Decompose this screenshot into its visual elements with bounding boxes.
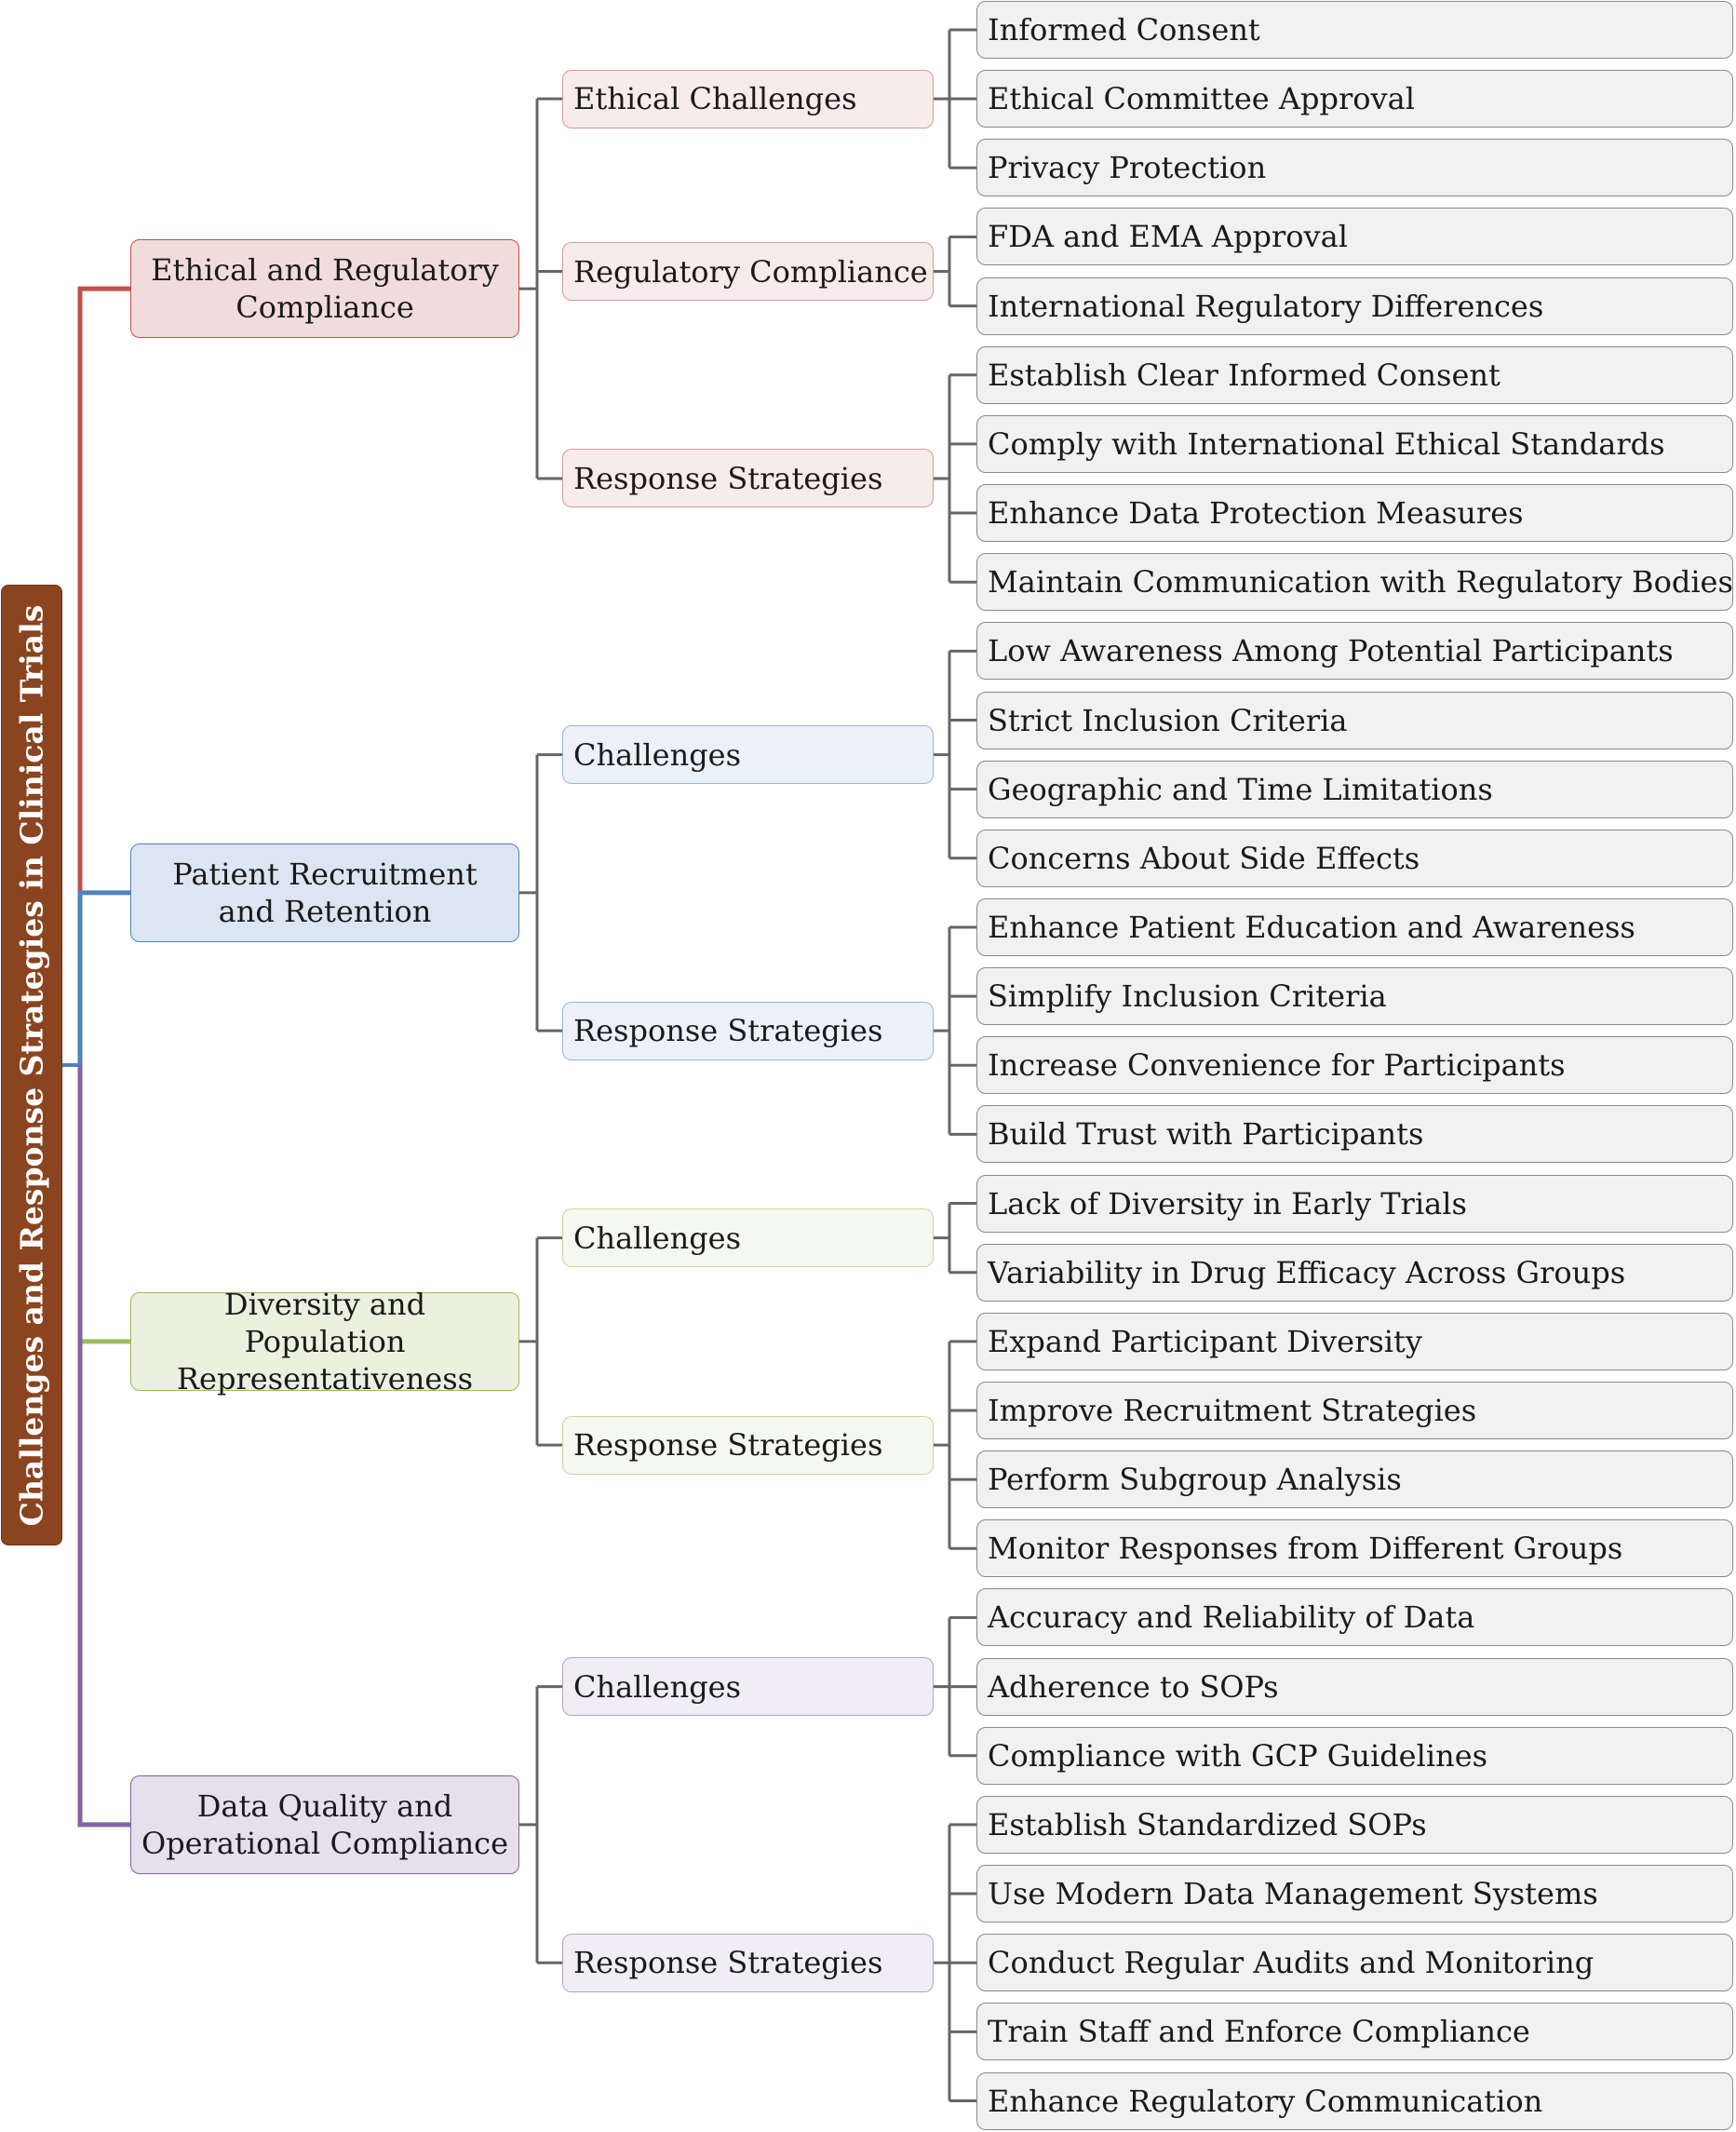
subcategory-response-strategies: Response Strategies — [562, 1933, 934, 1992]
leaf-item-comply-with-international-ethical-standards: Comply with International Ethical Standa… — [976, 414, 1733, 473]
subcategory-challenges: Challenges — [562, 1657, 934, 1717]
leaf-item-establish-standardized-sops: Establish Standardized SOPs — [976, 1795, 1733, 1854]
leaf-item-establish-clear-informed-consent: Establish Clear Informed Consent — [976, 345, 1733, 404]
leaf-item-strict-inclusion-criteria: Strict Inclusion Criteria — [976, 691, 1733, 749]
leaf-item-train-staff-and-enforce-compliance: Train Staff and Enforce Compliance — [976, 2003, 1733, 2061]
category-patient-recruitment-and-retention: Patient Recruitment and Retention — [130, 843, 519, 942]
leaf-item-maintain-communication-with-regulatory-bodies: Maintain Communication with Regulatory B… — [976, 553, 1733, 612]
leaf-item-perform-subgroup-analysis: Perform Subgroup Analysis — [976, 1451, 1733, 1509]
leaf-item-ethical-committee-approval: Ethical Committee Approval — [976, 70, 1733, 128]
leaf-item-improve-recruitment-strategies: Improve Recruitment Strategies — [976, 1382, 1733, 1439]
leaf-item-enhance-data-protection-measures: Enhance Data Protection Measures — [976, 484, 1733, 543]
leaf-item-use-modern-data-management-systems: Use Modern Data Management Systems — [976, 1865, 1733, 1923]
leaf-item-build-trust-with-participants: Build Trust with Participants — [976, 1105, 1733, 1164]
leaf-item-concerns-about-side-effects: Concerns About Side Effects — [976, 829, 1733, 887]
leaf-item-geographic-and-time-limitations: Geographic and Time Limitations — [976, 760, 1733, 818]
leaf-item-lack-of-diversity-in-early-trials: Lack of Diversity in Early Trials — [976, 1174, 1733, 1233]
subcategory-regulatory-compliance: Regulatory Compliance — [562, 242, 934, 302]
subcategory-response-strategies: Response Strategies — [562, 1415, 934, 1475]
leaf-item-simplify-inclusion-criteria: Simplify Inclusion Criteria — [976, 967, 1733, 1026]
leaf-item-adherence-to-sops: Adherence to SOPs — [976, 1657, 1733, 1716]
leaf-item-accuracy-and-reliability-of-data: Accuracy and Reliability of Data — [976, 1588, 1733, 1647]
category-data-quality-and-operational-compliance: Data Quality and Operational Compliance — [130, 1774, 519, 1874]
leaf-item-informed-consent: Informed Consent — [976, 1, 1733, 59]
leaf-item-expand-participant-diversity: Expand Participant Diversity — [976, 1312, 1733, 1370]
leaf-item-fda-and-ema-approval: FDA and EMA Approval — [976, 208, 1733, 266]
leaf-item-enhance-regulatory-communication: Enhance Regulatory Communication — [976, 2071, 1733, 2130]
root-title: Challenges and Response Strategies in Cl… — [13, 604, 50, 1526]
leaf-item-international-regulatory-differences: International Regulatory Differences — [976, 277, 1733, 335]
subcategory-challenges: Challenges — [562, 1208, 934, 1268]
subcategory-response-strategies: Response Strategies — [562, 1001, 934, 1060]
subcategory-response-strategies: Response Strategies — [562, 449, 934, 508]
subcategory-ethical-challenges: Ethical Challenges — [562, 69, 934, 128]
leaf-item-privacy-protection: Privacy Protection — [976, 139, 1733, 197]
leaf-item-increase-convenience-for-participants: Increase Convenience for Participants — [976, 1036, 1733, 1095]
leaf-item-enhance-patient-education-and-awareness: Enhance Patient Education and Awareness — [976, 897, 1733, 956]
leaf-item-low-awareness-among-potential-participants: Low Awareness Among Potential Participan… — [976, 622, 1733, 681]
leaf-item-compliance-with-gcp-guidelines: Compliance with GCP Guidelines — [976, 1726, 1733, 1785]
leaf-item-variability-in-drug-efficacy-across-groups: Variability in Drug Efficacy Across Grou… — [976, 1243, 1733, 1302]
leaf-item-monitor-responses-from-different-groups: Monitor Responses from Different Groups — [976, 1519, 1733, 1578]
category-diversity-and-population-representativeness: Diversity and Population Representativen… — [130, 1287, 519, 1397]
root-node: Challenges and Response Strategies in Cl… — [1, 585, 62, 1545]
leaf-item-conduct-regular-audits-and-monitoring: Conduct Regular Audits and Monitoring — [976, 1934, 1733, 1992]
subcategory-challenges: Challenges — [562, 725, 934, 785]
category-ethical-and-regulatory-compliance: Ethical and Regulatory Compliance — [130, 239, 519, 339]
